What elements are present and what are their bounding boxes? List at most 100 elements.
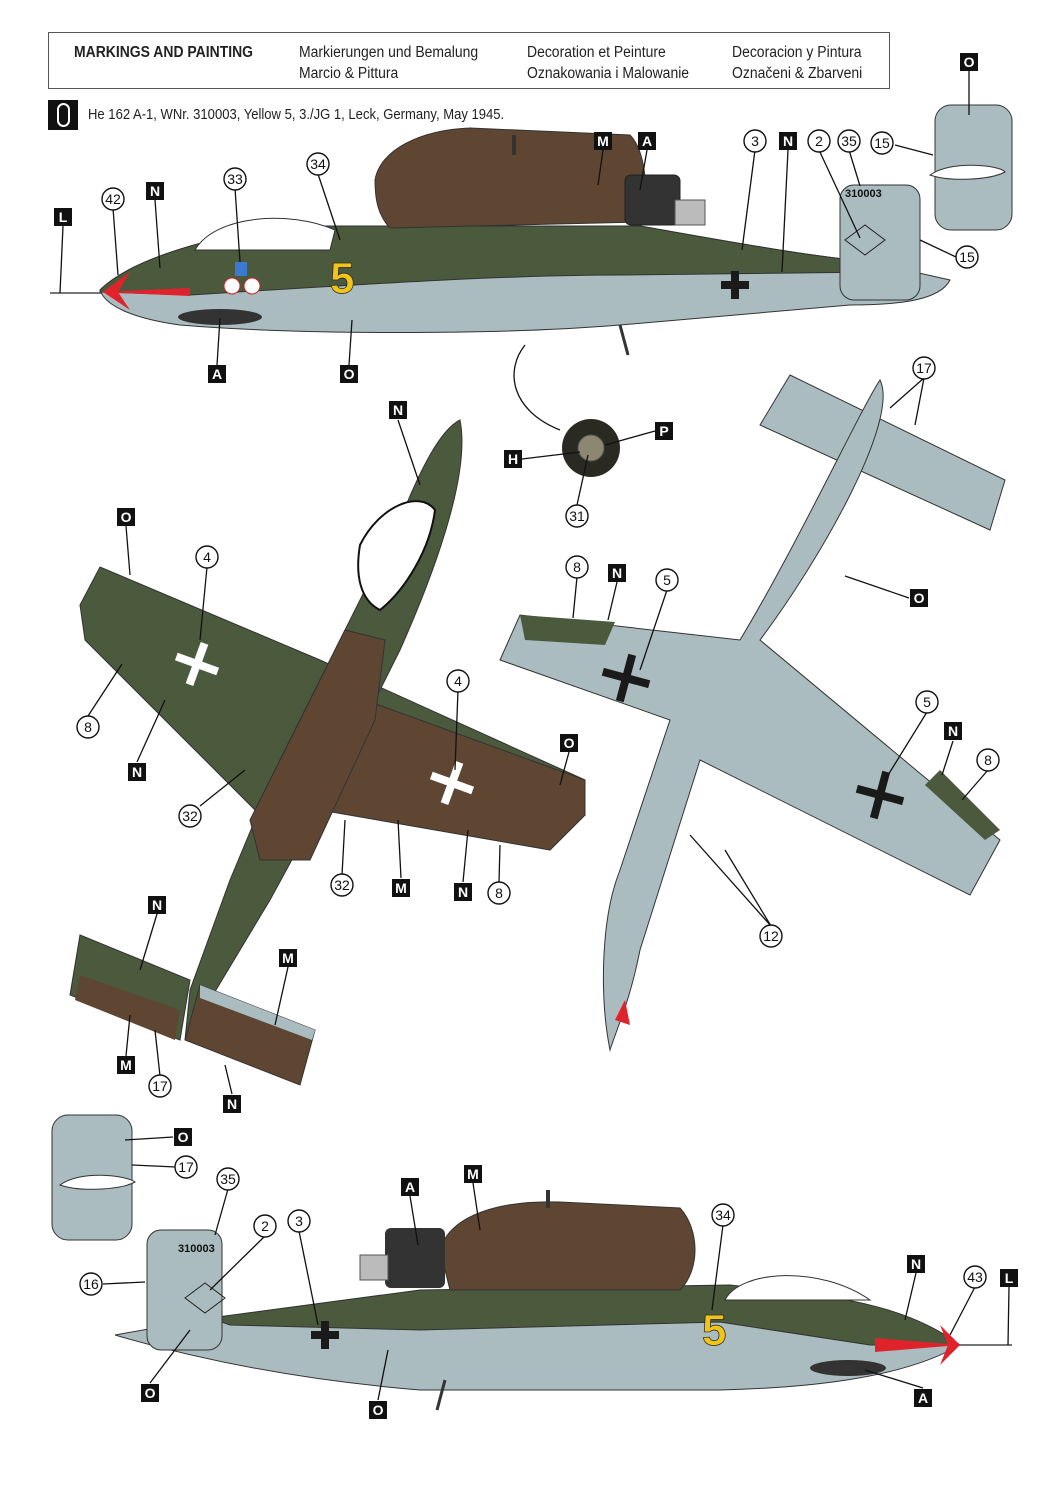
callout-letter-H: H — [504, 450, 522, 468]
callout-number-4: 4 — [195, 545, 219, 569]
callout-label: 8 — [984, 752, 992, 768]
callout-label: 8 — [84, 719, 92, 735]
callout-number-8: 8 — [487, 881, 511, 905]
callout-label: M — [597, 133, 609, 149]
callout-label: 17 — [916, 360, 932, 376]
callout-letter-N: N — [779, 132, 797, 150]
callout-label: 2 — [261, 1218, 269, 1234]
fin-serial: 310003 — [178, 1243, 215, 1255]
balkenkreuz-icon — [601, 653, 651, 703]
callout-letter-N: N — [128, 763, 146, 781]
header-fr: Decoration et Peinture — [527, 44, 666, 61]
callout-number-5: 5 — [655, 568, 679, 592]
callout-letter-M: M — [392, 879, 410, 897]
callout-letter-O: O — [560, 734, 578, 752]
callout-label: 31 — [569, 508, 585, 524]
callout-number-32: 32 — [330, 873, 354, 897]
callout-letter-M: M — [117, 1056, 135, 1074]
callout-number-34: 34 — [711, 1203, 735, 1227]
balkenkreuz-icon — [429, 760, 475, 806]
callout-label: 16 — [83, 1276, 99, 1292]
callout-number-5: 5 — [915, 690, 939, 714]
callout-number-32: 32 — [178, 804, 202, 828]
callout-label: O — [145, 1385, 156, 1401]
leader-lines — [59, 70, 1010, 1401]
callout-letter-M: M — [279, 949, 297, 967]
callout-label: M — [467, 1166, 479, 1182]
callout-letter-N: N — [389, 401, 407, 419]
callout-label: O — [178, 1129, 189, 1145]
callout-label: N — [948, 723, 958, 739]
callout-label: 8 — [573, 559, 581, 575]
callout-label: A — [918, 1390, 928, 1406]
side-view-left: 310003 5 — [50, 104, 1013, 356]
callout-number-35: 35 — [837, 129, 861, 153]
callout-label: 43 — [967, 1269, 983, 1285]
callout-label: 33 — [227, 171, 243, 187]
header-title: MARKINGS AND PAINTING — [74, 44, 254, 61]
callout-letter-O: O — [960, 53, 978, 71]
callout-number-8: 8 — [76, 715, 100, 739]
callout-letter-A: A — [638, 132, 656, 150]
callout-letter-A: A — [401, 1178, 419, 1196]
balkenkreuz-icon — [311, 1321, 339, 1349]
callout-label: 12 — [763, 928, 779, 944]
callout-label: 15 — [874, 135, 890, 151]
header-cz: Označeni & Zbarveni — [732, 65, 863, 82]
main-wheel — [513, 344, 620, 477]
callout-letter-L: L — [54, 208, 72, 226]
callout-label: N — [227, 1096, 237, 1112]
callout-letter-N: N — [944, 722, 962, 740]
callout-label: 4 — [454, 673, 462, 689]
callout-label: N — [152, 897, 162, 913]
callout-letter-O: O — [910, 589, 928, 607]
callout-label: 35 — [220, 1171, 236, 1187]
callout-number-4: 4 — [446, 669, 470, 693]
unit-emblem-icon — [223, 262, 261, 295]
callout-number-17: 17 — [174, 1155, 198, 1179]
callout-number-2: 2 — [807, 129, 831, 153]
callout-label: 8 — [495, 885, 503, 901]
callout-letter-N: N — [148, 896, 166, 914]
callout-label: N — [612, 565, 622, 581]
callout-label: O — [344, 366, 355, 382]
callout-letter-L: L — [1000, 1269, 1018, 1287]
callout-label: O — [121, 509, 132, 525]
balkenkreuz-icon — [721, 271, 749, 299]
top-view — [69, 419, 586, 1086]
callout-letter-A: A — [914, 1389, 932, 1407]
callout-label: P — [659, 423, 668, 439]
profile-caption-row: 1 He 162 A-1, WNr. 310003, Yellow 5, 3./… — [48, 100, 550, 130]
callout-label: O — [964, 54, 975, 70]
callout-label: 17 — [152, 1078, 168, 1094]
callout-letter-O: O — [117, 508, 135, 526]
callout-label: 3 — [295, 1213, 303, 1229]
header-it: Marcio & Pittura — [299, 65, 399, 82]
callout-letter-O: O — [340, 365, 358, 383]
callout-number-8: 8 — [976, 748, 1000, 772]
callout-letter-N: N — [223, 1095, 241, 1113]
callout-label: N — [458, 884, 468, 900]
callout-label: 34 — [310, 156, 326, 172]
header-box: MARKINGS AND PAINTING Markierungen und B… — [48, 32, 890, 89]
header-de: Markierungen und Bemalung — [299, 44, 479, 61]
callout-number-3: 3 — [743, 129, 767, 153]
callout-number-3: 3 — [287, 1209, 311, 1233]
callout-letter-N: N — [608, 564, 626, 582]
callout-label: 5 — [663, 572, 671, 588]
callout-number-42: 42 — [101, 187, 125, 211]
tactical-number: 5 — [702, 1306, 726, 1355]
balkenkreuz-icon — [855, 770, 905, 820]
callout-label: M — [120, 1057, 132, 1073]
callout-letter-N: N — [454, 883, 472, 901]
callout-label: 32 — [182, 808, 198, 824]
callout-label: 3 — [751, 133, 759, 149]
tactical-number: 5 — [330, 254, 354, 303]
callout-label: 42 — [105, 191, 121, 207]
callout-number-17: 17 — [148, 1074, 172, 1098]
callout-label: 5 — [923, 694, 931, 710]
callout-number-33: 33 — [223, 167, 247, 191]
callout-letter-M: M — [464, 1165, 482, 1183]
